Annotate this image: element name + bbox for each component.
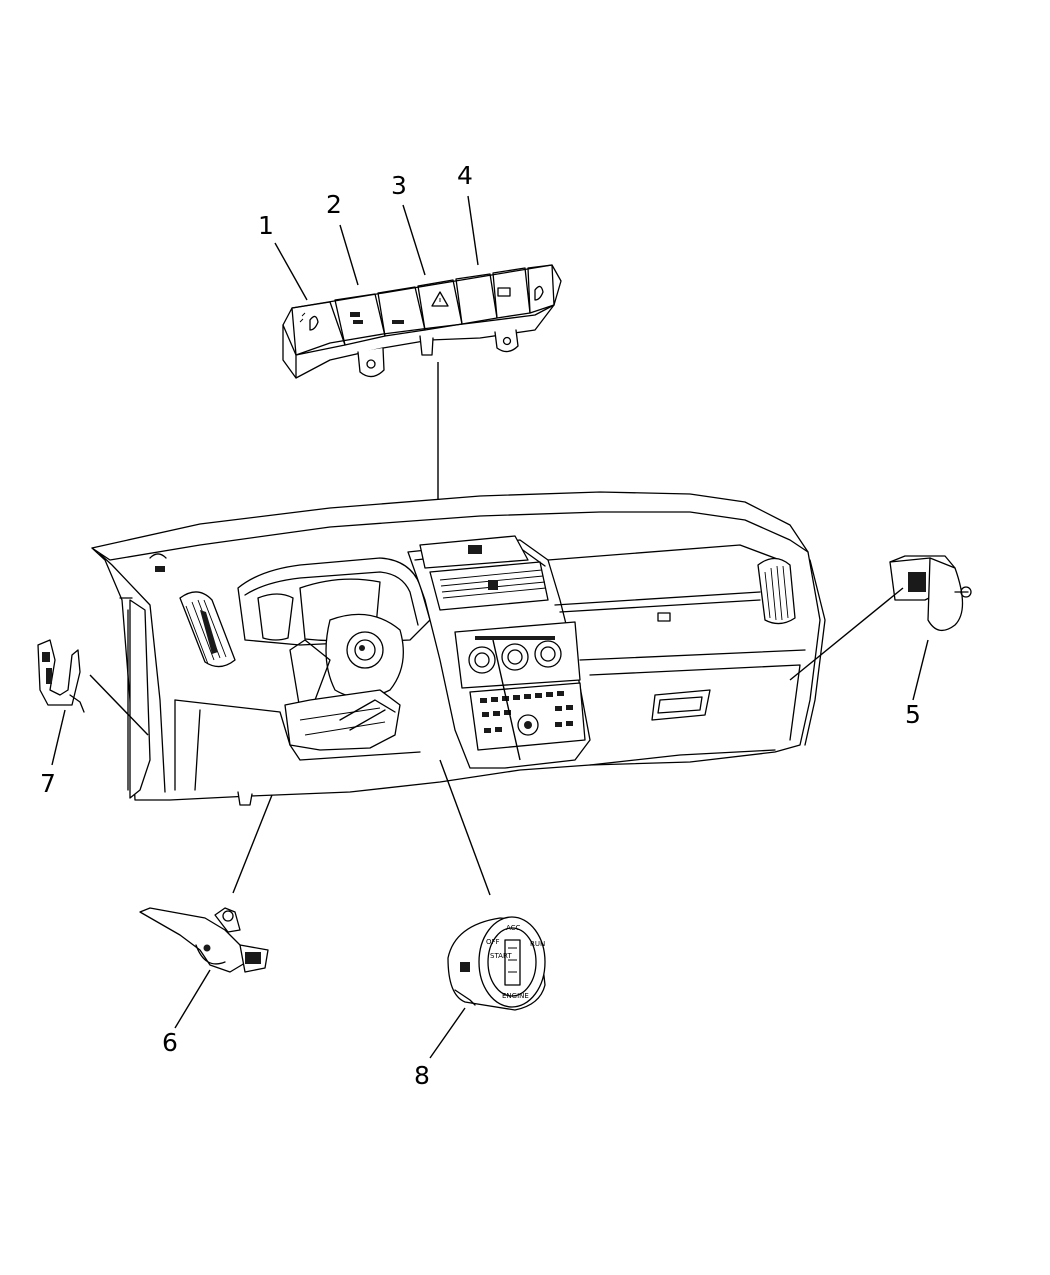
leader-lines bbox=[51, 195, 929, 1059]
ignition-start-label: START bbox=[490, 952, 512, 960]
callout-4: 4 bbox=[457, 161, 473, 190]
callout-8: 8 bbox=[414, 1061, 430, 1090]
callout-6: 6 bbox=[162, 1028, 178, 1057]
ignition-engine-label: ENGINE bbox=[502, 992, 529, 1000]
leader-8b bbox=[429, 1007, 466, 1059]
part-5-switch bbox=[889, 555, 972, 632]
switch-bank bbox=[282, 264, 562, 379]
callout-3: 3 bbox=[391, 171, 407, 200]
leader-8c bbox=[492, 639, 521, 761]
ignition-acc-label: ACC bbox=[506, 924, 521, 932]
leader-6a bbox=[232, 794, 273, 894]
leader-5b bbox=[912, 639, 929, 701]
part-8-ignition-switch: ACC RUN START OFF ENGINE bbox=[447, 916, 546, 1011]
leader-6b bbox=[174, 969, 211, 1029]
ignition-off-label: OFF bbox=[486, 938, 500, 946]
leader-4 bbox=[467, 195, 479, 266]
ignition-run-label: RUN bbox=[530, 940, 545, 948]
leader-2 bbox=[339, 224, 359, 286]
callout-2: 2 bbox=[326, 190, 342, 219]
leader-7b bbox=[51, 709, 66, 766]
callout-5: 5 bbox=[905, 700, 921, 729]
leader-1 bbox=[274, 242, 308, 301]
callout-labels: 1 2 3 4 5 6 7 8 bbox=[40, 161, 921, 1090]
instrument-panel bbox=[91, 491, 826, 806]
part-6-lever bbox=[139, 907, 269, 973]
leader-8a bbox=[439, 759, 491, 896]
leader-7a bbox=[89, 674, 149, 736]
leader-5a bbox=[789, 587, 904, 681]
part-7-sensor bbox=[37, 639, 85, 713]
leader-3 bbox=[402, 204, 426, 276]
callout-1: 1 bbox=[258, 211, 274, 240]
callout-7: 7 bbox=[40, 769, 56, 798]
